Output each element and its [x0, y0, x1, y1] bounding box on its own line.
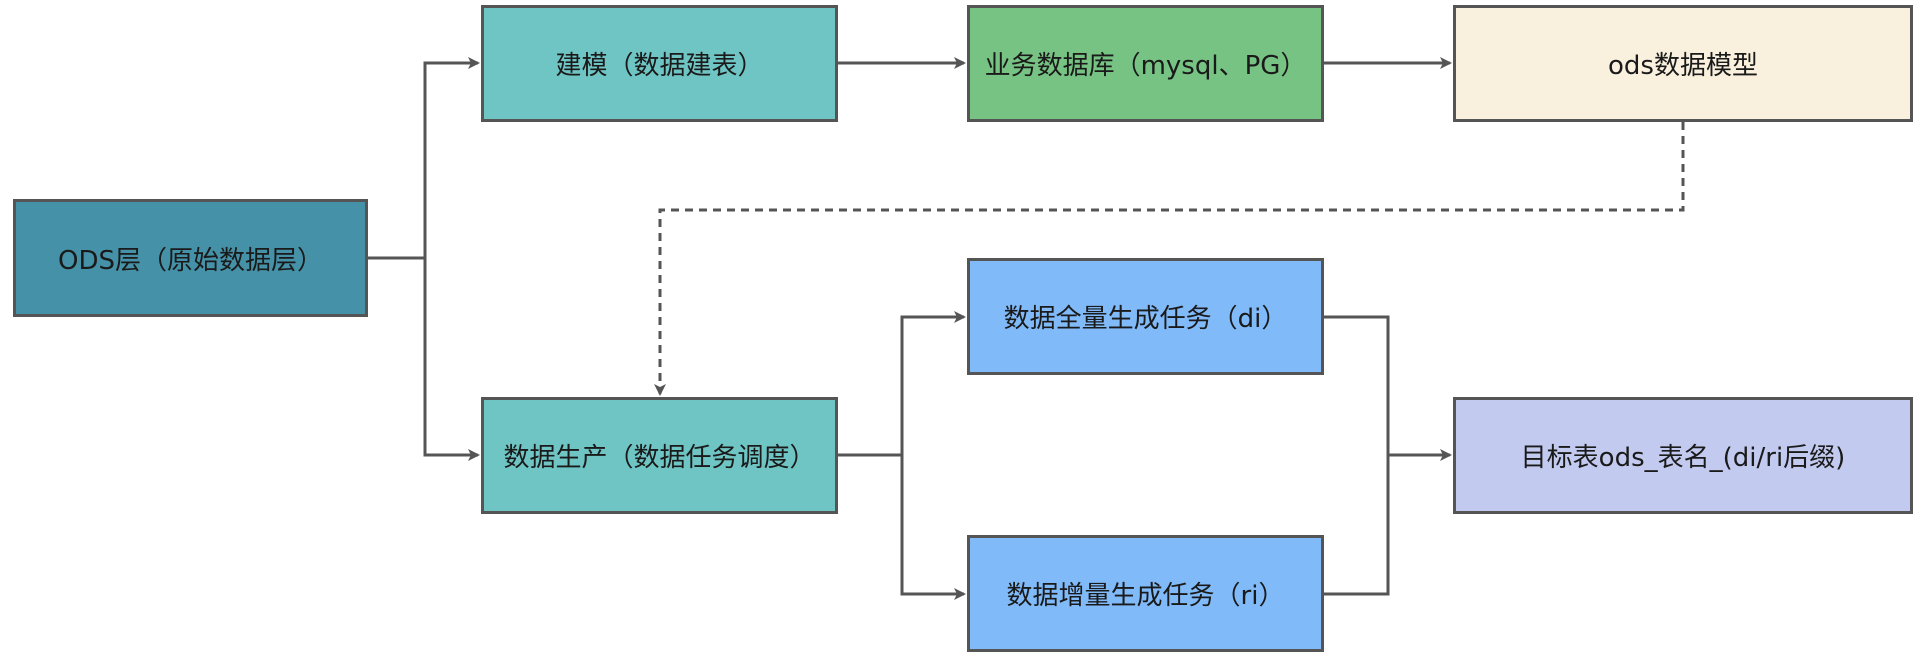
node-target-table: 目标表ods_表名_(di/ri后缀)	[1453, 397, 1913, 514]
node-incremental-task-label: 数据增量生成任务（ri）	[1006, 581, 1285, 611]
node-data-production-label: 数据生产（数据任务调度）	[503, 443, 816, 473]
node-data-production: 数据生产（数据任务调度）	[481, 397, 838, 514]
node-target-table-label: 目标表ods_表名_(di/ri后缀)	[1520, 443, 1846, 473]
edge-ods-to-prod	[423, 258, 480, 461]
edge-prod-to-incr	[900, 455, 966, 600]
node-business-db-label: 业务数据库（mysql、PG）	[984, 51, 1307, 81]
node-ods-layer-label: ODS层（原始数据层）	[58, 245, 323, 276]
edge-ods-to-model	[368, 57, 480, 260]
node-full-task-label: 数据全量生成任务（di）	[1003, 304, 1288, 334]
node-business-db: 业务数据库（mysql、PG）	[967, 5, 1324, 122]
node-ods-layer: ODS层（原始数据层）	[13, 199, 368, 317]
edge-odsmodel-to-prod	[654, 122, 1685, 396]
edge-prod-to-full	[838, 311, 966, 457]
edge-full-to-target	[1324, 315, 1390, 596]
node-ods-data-model: ods数据模型	[1453, 5, 1913, 122]
node-full-task: 数据全量生成任务（di）	[967, 258, 1324, 375]
node-modeling-label: 建模（数据建表）	[555, 51, 764, 81]
node-modeling: 建模（数据建表）	[481, 5, 838, 122]
node-incremental-task: 数据增量生成任务（ri）	[967, 535, 1324, 652]
node-ods-data-model-label: ods数据模型	[1608, 51, 1758, 81]
